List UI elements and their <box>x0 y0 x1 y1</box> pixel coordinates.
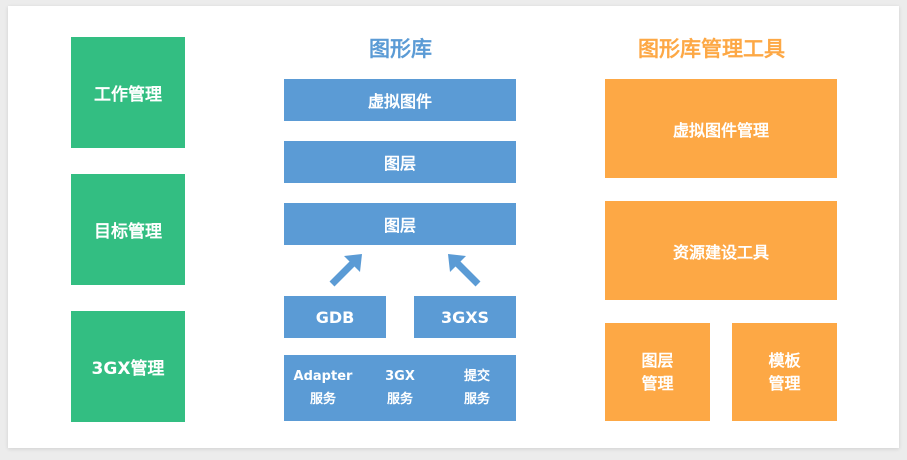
arrow-up-right-icon <box>329 254 362 287</box>
graphics-library-title: 图形库 <box>369 37 432 61</box>
service-line2: 服务 <box>309 392 336 407</box>
3gx-service: 3GX 服务 <box>362 355 438 421</box>
3gxs-box: 3GXS <box>414 296 516 338</box>
tool-line1: 图层 <box>641 351 674 370</box>
service-line2: 服务 <box>386 392 413 407</box>
service-line2: 服务 <box>463 392 490 407</box>
graphics-library-tools-title: 图形库管理工具 <box>638 37 785 61</box>
template-management-box: 模板 管理 <box>732 323 837 421</box>
layer-box-2: 图层 <box>284 203 516 245</box>
services-box: Adapter 服务 3GX 服务 提交 服务 <box>284 355 516 421</box>
tool-line1: 模板 <box>768 351 801 370</box>
goal-management-box: 目标管理 <box>71 174 185 285</box>
tool-line2: 管理 <box>768 374 801 393</box>
service-line1: Adapter <box>293 369 353 384</box>
service-line1: 3GX <box>385 369 415 384</box>
arrow-up-left-icon <box>448 254 481 287</box>
gdb-box: GDB <box>284 296 386 338</box>
virtual-figure-layer: 虚拟图件 <box>284 79 516 121</box>
submit-service: 提交 服务 <box>438 355 516 421</box>
layer-management-box: 图层 管理 <box>605 323 710 421</box>
3gx-management-box: 3GX管理 <box>71 311 185 422</box>
adapter-service: Adapter 服务 <box>284 355 362 421</box>
service-line1: 提交 <box>463 369 490 384</box>
work-management-box: 工作管理 <box>71 37 185 148</box>
resource-building-tool-box: 资源建设工具 <box>605 201 837 300</box>
layer-box-1: 图层 <box>284 141 516 183</box>
virtual-figure-management-box: 虚拟图件管理 <box>605 79 837 178</box>
tool-line2: 管理 <box>641 374 674 393</box>
